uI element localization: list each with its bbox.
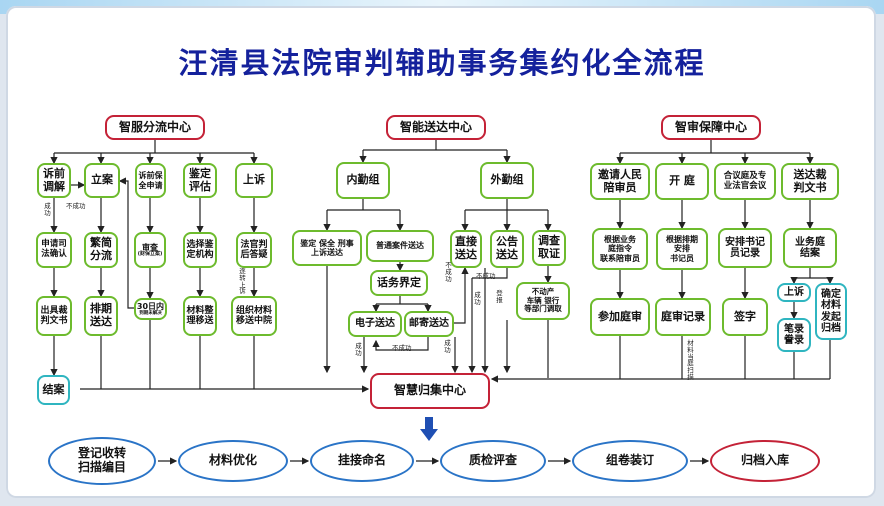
label-chenggong-2: 成功 — [355, 342, 362, 357]
canjia-tingshen: 参加庭审 — [590, 298, 650, 336]
putong-songda: 普通案件送达 — [366, 230, 434, 262]
zuzhi-zhongyuan: 组织材料 移送中院 — [231, 296, 277, 336]
flow-step-1: 登记收转 扫描编目 — [48, 437, 156, 485]
kaiting: 开 庭 — [655, 163, 709, 200]
label-cailiao-saomiao: 材料当庭扫描 — [687, 339, 694, 382]
sanshi-rinei: 30日内 到期未解决 — [134, 298, 167, 320]
diaocha-quzheng: 调查 取证 — [532, 230, 566, 266]
flow-step-5: 组卷装订 — [572, 440, 688, 482]
label-bucheng-v: 不成功 — [445, 261, 452, 283]
neiqin-zu: 内勤组 — [336, 162, 390, 199]
yaoqing-peishenyuan: 邀请人民 陪审员 — [590, 163, 650, 200]
jianding-baoquan-xingshi: 鉴定 保全 刑事 上诉送达 — [292, 230, 362, 266]
bilu-tenglu: 笔录 誊录 — [777, 318, 811, 352]
lian: 立案 — [84, 163, 120, 198]
flow-step-3: 挂接命名 — [310, 440, 414, 482]
flow-step-2: 材料优化 — [178, 440, 288, 482]
zhijie-songda: 直接 送达 — [450, 230, 482, 268]
dianzi-songda: 电子送达 — [348, 311, 402, 337]
queding-guidang: 确定 材料 发起 归档 — [815, 283, 847, 340]
xuanze-jigou: 选择鉴 定机构 — [183, 232, 217, 268]
label-chenggong-3: 成功 — [444, 339, 451, 354]
label-bucheng-1: 不成功 — [66, 202, 86, 210]
zhifu-center: 智服分流中心 — [105, 115, 205, 140]
genju-yewu-ting: 根据业务 庭指令 联系陪审员 — [592, 228, 648, 270]
label-bucheng-3: 不成功 — [476, 272, 496, 280]
budongchan-diaoqu: 不动产 车辆 银行 等部门调取 — [516, 282, 570, 320]
label-chenggong-4: 成功 — [474, 291, 481, 306]
waiqin-zu: 外勤组 — [480, 162, 534, 199]
huawu-jieding: 话务界定 — [370, 270, 428, 296]
zhishen-center: 智审保障中心 — [661, 115, 761, 140]
anpai-shujiyuan: 安排书记 员记录 — [718, 228, 772, 268]
label-chenggong-1: 成功 — [44, 202, 51, 217]
page-title: 汪清县法院审判辅助事务集约化全流程 — [178, 46, 706, 80]
fahou-dayi: 法官判 后答疑 — [236, 232, 272, 268]
shenqing-sifa: 申请司 法确认 — [36, 232, 72, 268]
genju-paiqi: 根据排期 安排 书记员 — [656, 228, 708, 270]
guiji-center: 智慧归集中心 — [370, 373, 490, 409]
shencha: 审查 (财保立案) — [134, 232, 166, 268]
shencha-note: (财保立案) — [137, 250, 163, 257]
baoquan-shenqing: 诉前保 全申请 — [135, 163, 166, 198]
sanshi-label: 30日内 — [136, 301, 165, 311]
flow-step-6: 归档入库 — [710, 440, 820, 482]
label-dengbao: 登报 — [496, 289, 503, 304]
down-arrow-icon — [420, 417, 438, 441]
shangsu: 上诉 — [235, 163, 273, 198]
jianding-pinggu: 鉴定 评估 — [183, 163, 217, 198]
paiqi-songda: 排期 送达 — [84, 296, 118, 336]
label-zhuanjiao: 逐转上诉 — [239, 267, 246, 296]
flow-step-4: 质检评查 — [440, 440, 546, 482]
qianzi: 签字 — [722, 298, 768, 336]
jiean: 结案 — [37, 375, 70, 405]
chuju-wenshu: 出具裁 判文书 — [36, 296, 72, 336]
heyiting-huiyi: 合议庭及专 业法官会议 — [714, 163, 776, 200]
zhineng-center: 智能送达中心 — [386, 115, 486, 140]
suqian-tiaojie: 诉前 调解 — [37, 163, 71, 198]
sanshi-note: 到期未解决 — [139, 311, 162, 316]
tingshen-jilu: 庭审记录 — [655, 298, 711, 336]
gonggao-songda: 公告 送达 — [490, 230, 524, 268]
youji-songda: 邮寄送达 — [404, 311, 454, 337]
shangsu-2: 上诉 — [777, 283, 811, 302]
label-bucheng-2: 不成功 — [392, 344, 412, 352]
fanjian-fenliu: 繁简 分流 — [84, 232, 118, 268]
yewuting-jiean: 业务庭 结案 — [783, 228, 837, 268]
songda-caipan: 送达裁 判文书 — [781, 163, 839, 200]
cailiao-yisong: 材料整 理移送 — [183, 296, 217, 336]
shencha-label: 审查 — [142, 242, 158, 252]
